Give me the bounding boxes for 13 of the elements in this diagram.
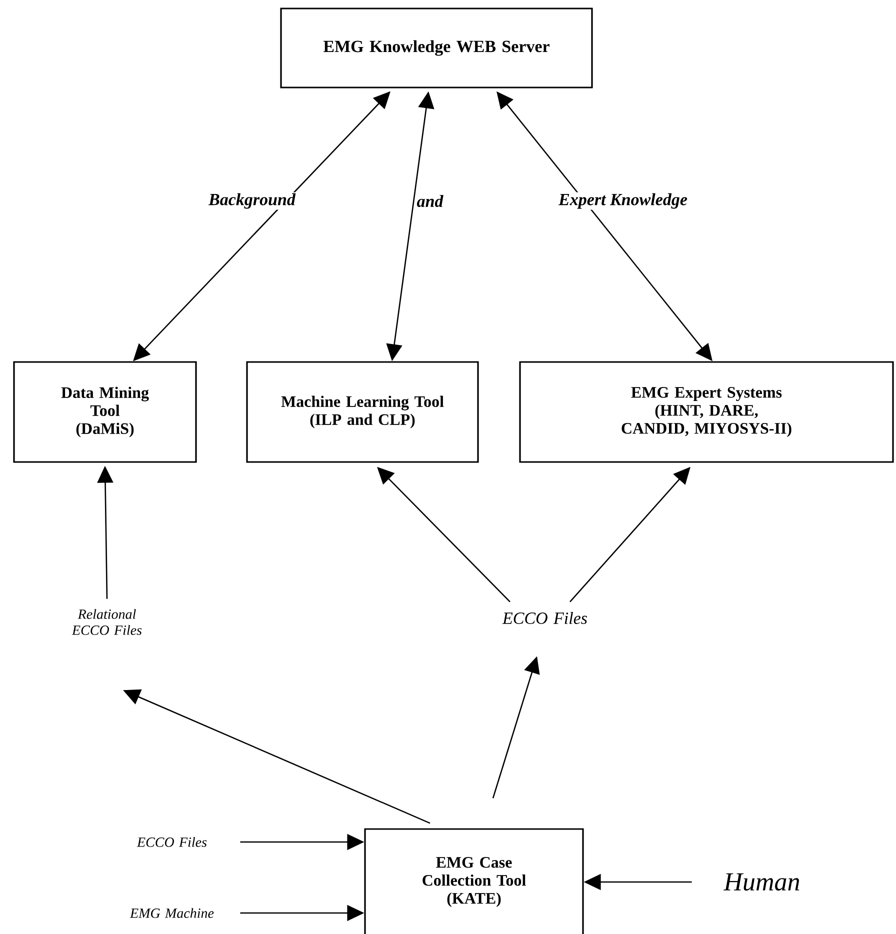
edge-label: and [416, 194, 444, 208]
edge-label: Expert Knowledge [558, 192, 688, 210]
bare-label: ECCO Files [502, 612, 587, 624]
tool-box: Machine Learning Tool (ILP and CLP) [246, 361, 479, 463]
bare-label: Relational ECCO Files [72, 609, 142, 635]
bare-label: EMG Machine [130, 908, 214, 918]
tool-box: Data Mining Tool (DaMiS) [13, 361, 197, 463]
tool-box: EMG Knowledge WEB Server [280, 8, 593, 88]
tool-box: EMG Expert Systems (HINT, DARE, CANDID, MIYOSYS-II) [519, 361, 894, 463]
tool-box: EMG Case Collection Tool (KATE) [364, 828, 584, 934]
edge-label: Background [208, 192, 296, 210]
bare-label: ECCO Files [136, 837, 207, 847]
bare-label: Human [723, 873, 800, 891]
